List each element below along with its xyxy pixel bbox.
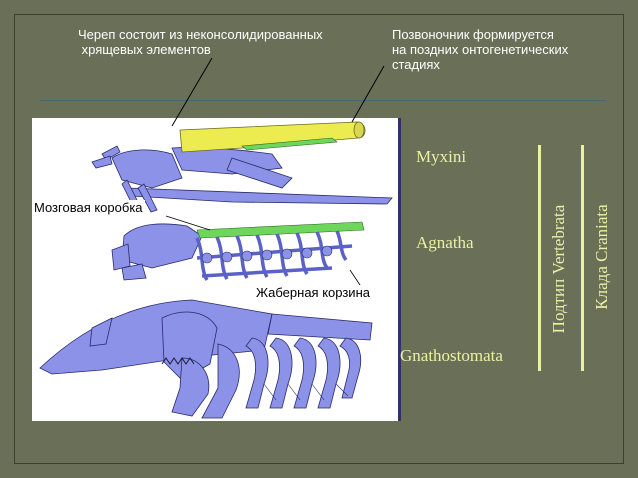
lamprey-spine — [196, 221, 365, 239]
spine-caption-pointer — [351, 65, 385, 123]
lamprey-gill-arcs — [201, 245, 333, 264]
notochord — [179, 121, 366, 153]
shark-gill-rays — [263, 383, 349, 401]
shark-gill-arches — [245, 337, 362, 409]
shark-skull — [39, 299, 373, 419]
label-brain-case: Мозговая коробка — [32, 200, 145, 216]
slide-frame — [14, 14, 624, 464]
panel-edge — [398, 118, 401, 421]
vertebrata-bracket — [538, 145, 541, 371]
taxon-gnathostomata: Gnathostomata — [400, 346, 503, 365]
spine-caption: Позвоночник формируется на поздних онтог… — [392, 27, 569, 72]
lamprey-gill-basket — [195, 230, 353, 281]
hagfish-skull — [91, 145, 393, 213]
taxon-myxini: Myxini — [416, 147, 467, 166]
taxon-agnatha: Agnatha — [416, 233, 474, 252]
group-vertebrata: Подтип Vertebrata — [549, 204, 568, 334]
group-craniata: Клада Craniata — [592, 204, 611, 310]
lamprey-skull — [111, 223, 203, 281]
brain-case-pointer — [165, 215, 211, 231]
divider-line — [40, 100, 606, 101]
shark-teeth — [161, 357, 195, 365]
skull-caption: Череп состоит из неконсолидированных хря… — [78, 27, 323, 57]
craniata-bracket — [581, 145, 584, 371]
skull-caption-pointer — [171, 57, 213, 127]
skeleton-diagram-panel — [32, 118, 398, 421]
skeleton-drawing — [39, 121, 393, 419]
label-gill-basket: Жаберная корзина — [254, 285, 372, 301]
